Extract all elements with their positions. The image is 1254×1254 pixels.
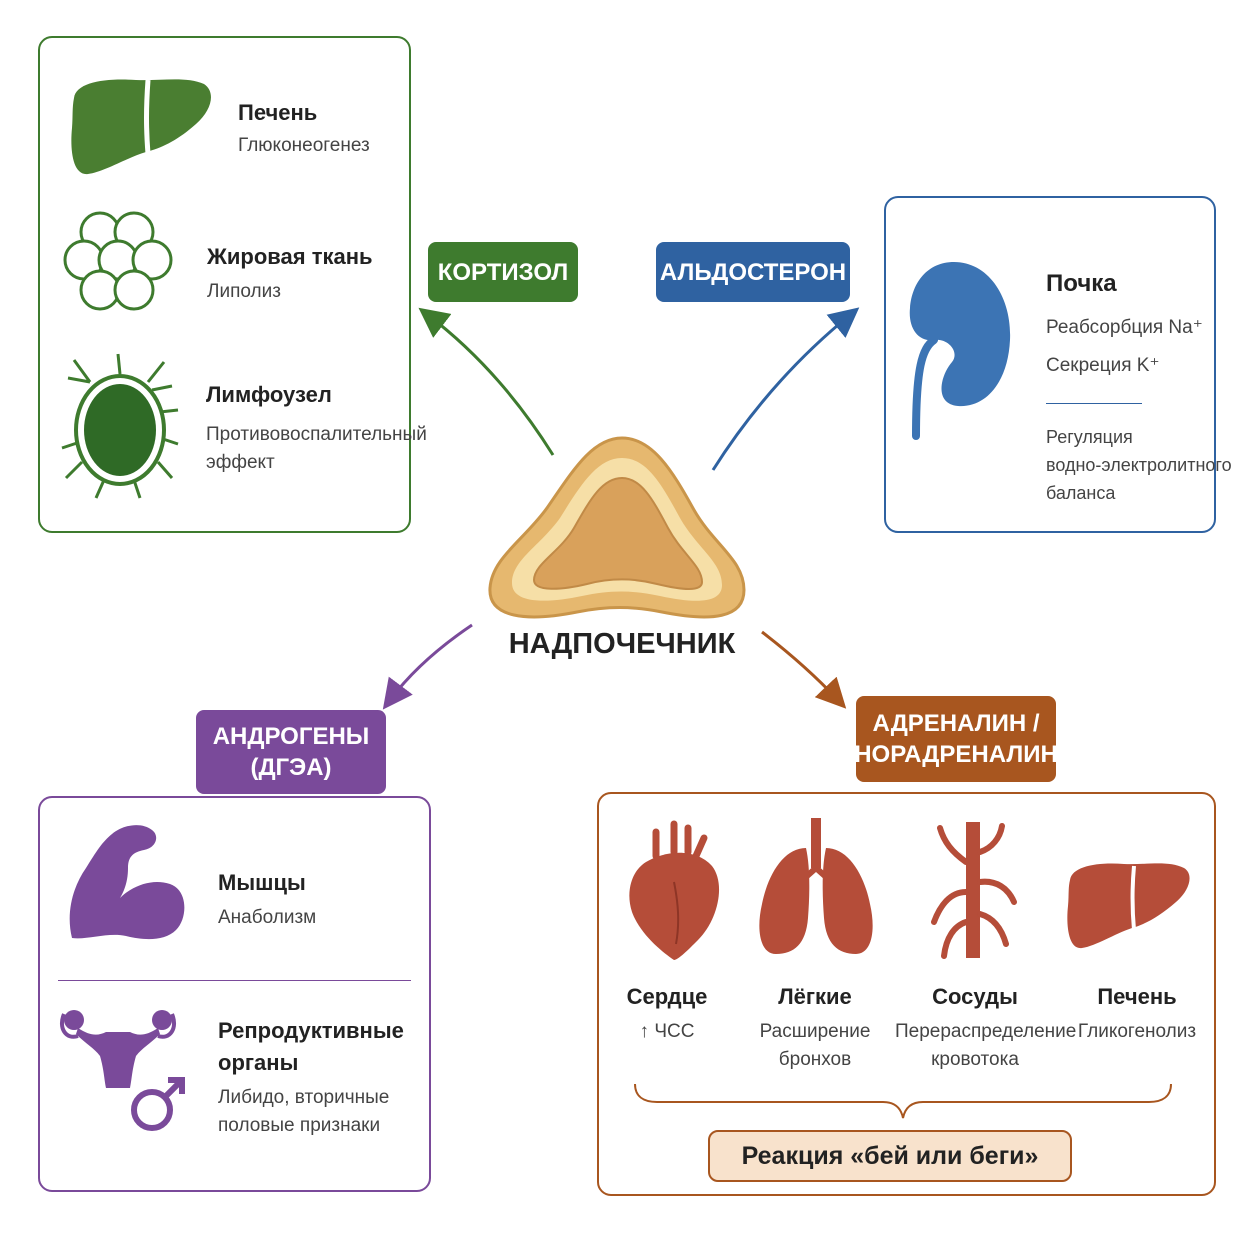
adrenaline-target-title-liver: Печень	[1097, 984, 1177, 1009]
aldosterone-note-line2: водно-электролитного	[1046, 455, 1232, 475]
adrenaline-target-effect-heart: ↑ ЧСС	[639, 1021, 695, 1042]
aldosterone-badge: АЛЬДОСТЕРОН	[656, 242, 850, 302]
androgens-badge: АНДРОГЕНЫ (ДГЭА)	[196, 710, 386, 794]
muscle-icon	[69, 825, 185, 940]
vessels-icon	[931, 822, 1017, 959]
liver-icon	[71, 79, 211, 175]
adrenal-gland-icon	[488, 436, 746, 619]
cortisol-target-effect-lymph-line1: Противовоспалительный	[206, 424, 427, 445]
androgen-target-effect-muscle: Анаболизм	[218, 907, 317, 928]
arrow-to-adrenaline	[761, 630, 847, 709]
fight-or-flight-text: Реакция «бей или беги»	[741, 1141, 1039, 1170]
aldosterone-note-line1: Регуляция	[1046, 427, 1133, 447]
adrenaline-target-title-lungs: Лёгкие	[778, 984, 852, 1009]
androgen-target-effect-reproductive-line2: половые признаки	[218, 1115, 381, 1136]
androgens-label-line2: (ДГЭА)	[250, 754, 332, 781]
lymph-node-icon	[61, 353, 179, 499]
aldosterone-effect-potassium: Секреция K⁺	[1046, 355, 1160, 376]
adrenaline-target-effect-lungs-line1: Расширение	[759, 1021, 871, 1042]
adrenaline-target-effect-liver: Гликогенолиз	[1077, 1021, 1197, 1042]
androgens-label-line1: АНДРОГЕНЫ	[212, 723, 370, 750]
aldosterone-divider	[1046, 403, 1142, 404]
androgen-target-title-muscle: Мышцы	[218, 870, 306, 895]
adrenaline-badge: АДРЕНАЛИН / НОРАДРЕНАЛИН	[854, 696, 1058, 782]
heart-icon	[629, 820, 720, 960]
lungs-icon	[759, 818, 873, 954]
androgen-target-title-reproductive-line1: Репродуктивные	[218, 1018, 404, 1043]
adrenaline-target-effect-vessels-line2: кровотока	[931, 1049, 1019, 1070]
liver-icon	[1067, 863, 1190, 949]
fight-or-flight-label: Реакция «бей или беги»	[708, 1130, 1072, 1182]
cortisol-target-effect-fat: Липолиз	[207, 281, 281, 302]
arrow-to-androgens	[382, 623, 473, 710]
grouping-brace	[634, 1083, 1172, 1119]
cortisol-target-effect-lymph-line2: эффект	[206, 452, 275, 473]
aldosterone-effect-sodium: Реабсорбция Na⁺	[1046, 317, 1203, 338]
fat-cells-icon	[63, 211, 173, 311]
adrenaline-label-line2: НОРАДРЕНАЛИН	[854, 741, 1058, 768]
aldosterone-note-line3: баланса	[1046, 483, 1116, 503]
cortisol-target-title-fat: Жировая ткань	[207, 244, 373, 269]
androgen-target-title-reproductive-line2: органы	[218, 1050, 299, 1075]
aldosterone-target-panel	[884, 196, 1216, 533]
cortisol-target-effect-liver: Глюконеогенез	[238, 135, 370, 156]
androgens-divider	[58, 980, 411, 981]
androgen-target-effect-reproductive-line1: Либидо, вторичные	[218, 1087, 390, 1108]
adrenaline-label-line1: АДРЕНАЛИН /	[872, 710, 1040, 737]
reproductive-icon	[59, 1010, 185, 1131]
cortisol-badge: КОРТИЗОЛ	[428, 242, 578, 302]
arrow-to-aldosterone	[711, 307, 860, 471]
aldosterone-target-title: Почка	[1046, 270, 1117, 297]
cortisol-target-title-liver: Печень	[238, 100, 318, 125]
adrenaline-target-effect-vessels-line1: Перераспределение	[895, 1021, 1077, 1042]
adrenal-gland-label: НАДПОЧЕЧНИК	[508, 628, 736, 660]
adrenaline-target-effect-lungs-line2: бронхов	[778, 1049, 852, 1070]
cortisol-target-title-lymph: Лимфоузел	[206, 382, 332, 407]
kidney-icon	[909, 262, 1011, 440]
adrenaline-target-title-heart: Сердце	[626, 984, 708, 1009]
arrow-to-cortisol	[418, 307, 555, 456]
adrenaline-target-title-vessels: Сосуды	[932, 984, 1018, 1009]
